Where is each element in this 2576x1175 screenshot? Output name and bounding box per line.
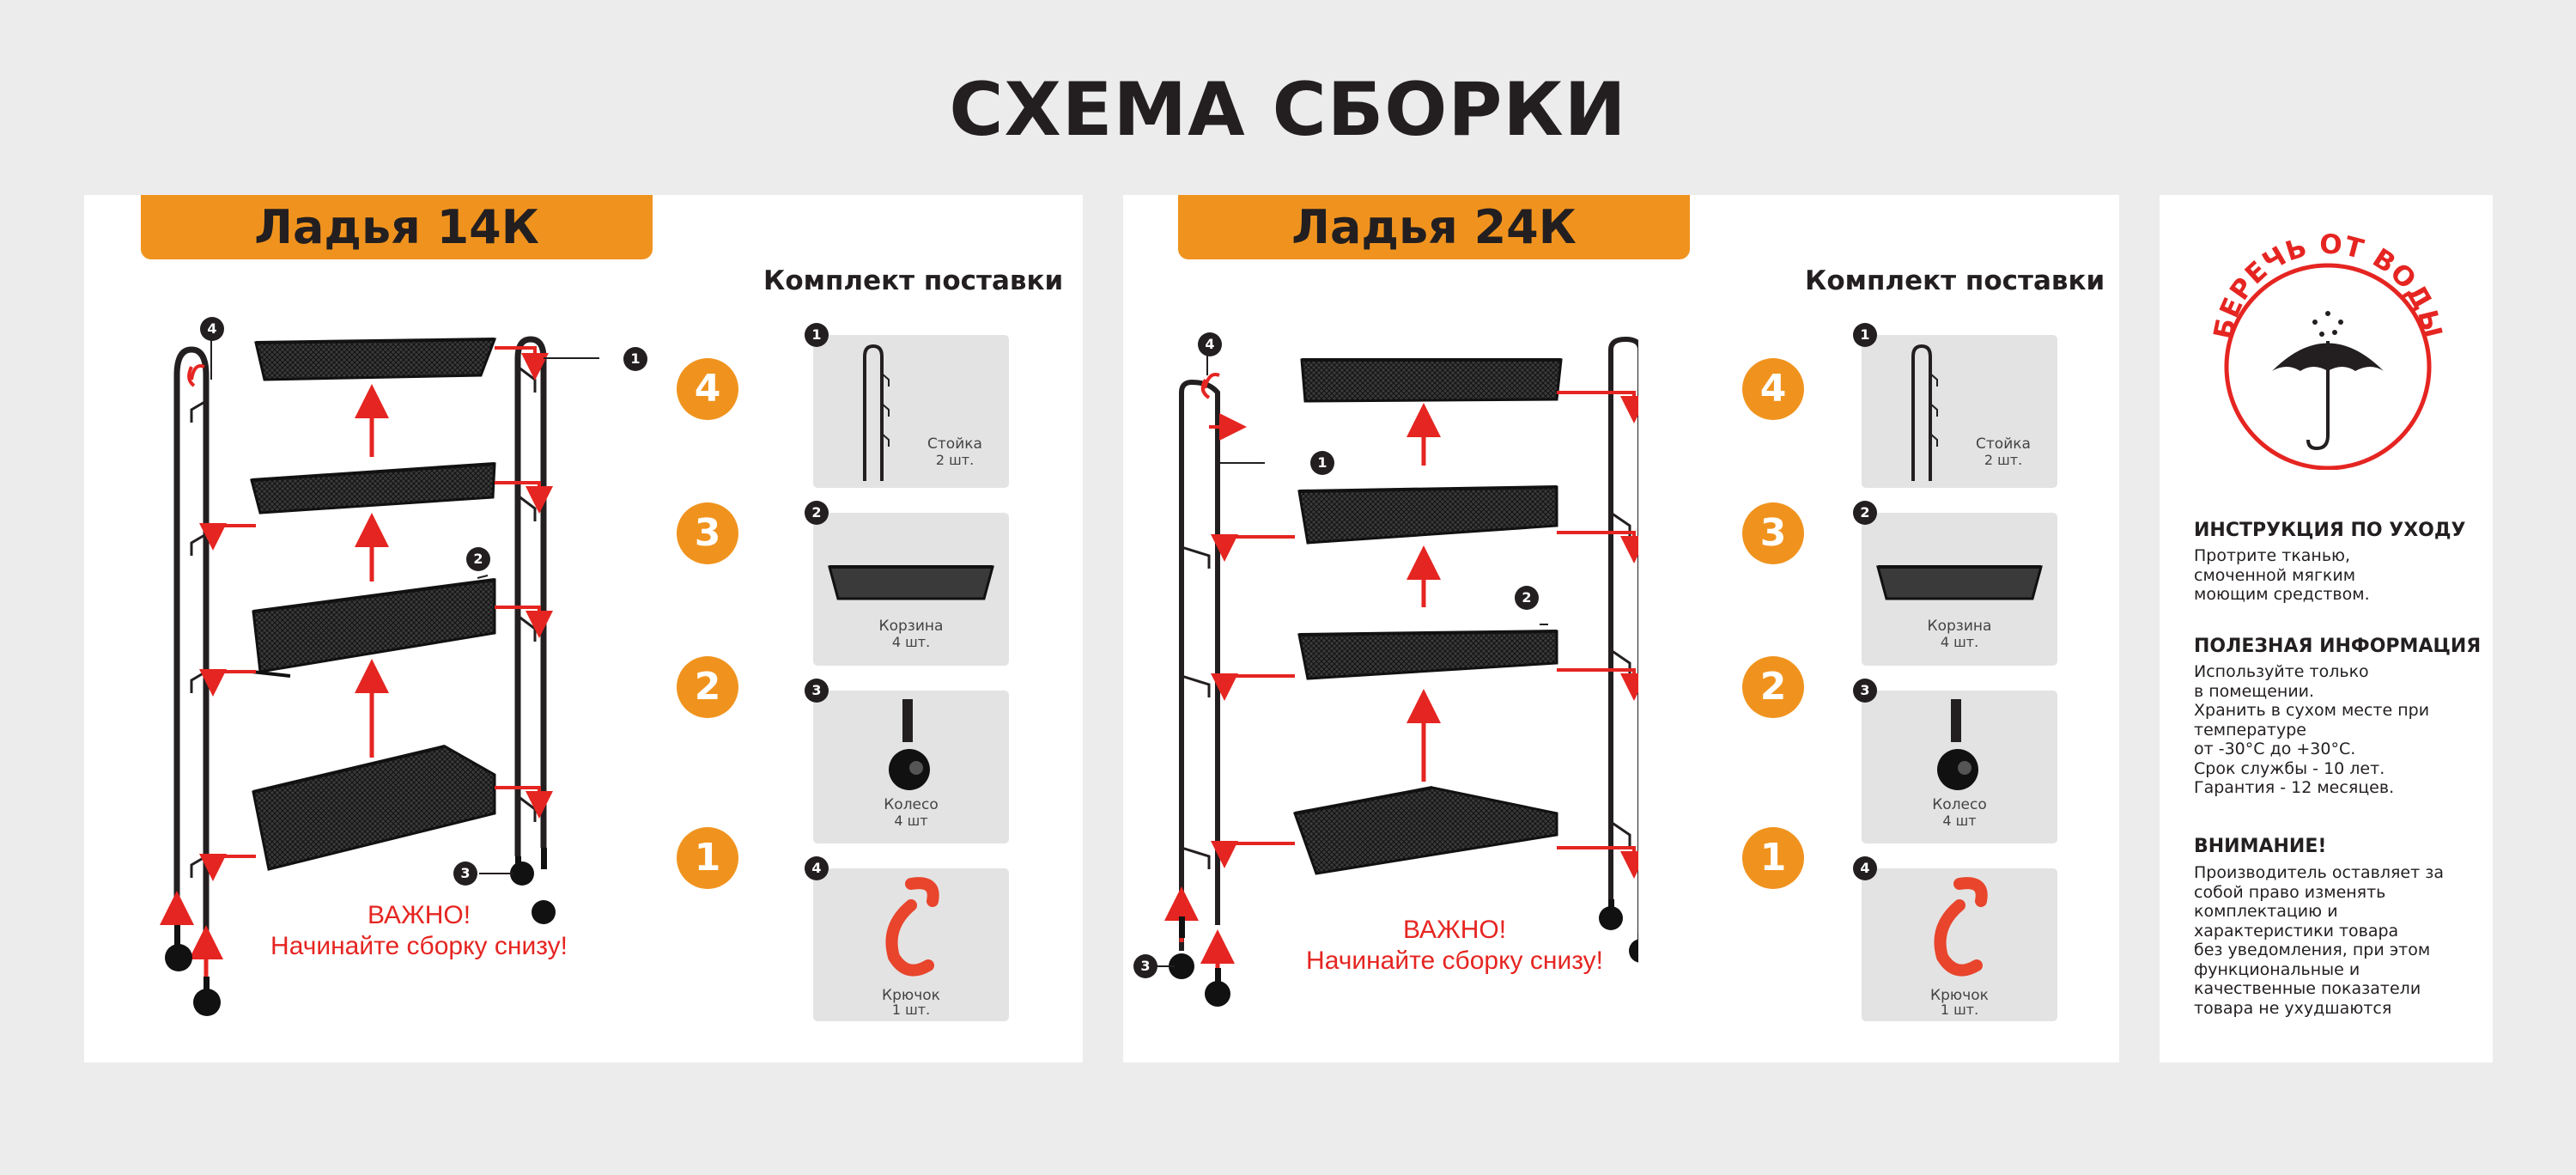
kit-item-number: 3 [1853, 679, 1877, 703]
right-rack-post [1608, 336, 1638, 934]
assembly-warning: ВАЖНО! Начинайте сборку снизу! [247, 900, 591, 962]
kit-item-rack-post: 1 Стойка 2 шт. [805, 323, 1009, 488]
kit-item-qty: 2 шт. [1984, 452, 2023, 468]
model-title-tab: Ладья 24К [1178, 195, 1690, 259]
basket-4 [254, 338, 497, 381]
care-text: Протрите тканью, смоченной мягким моющим… [2194, 546, 2370, 604]
kit-item-qty: 4 шт [894, 813, 928, 829]
care-heading: ИНСТРУКЦИЯ ПО УХОДУ [2194, 520, 2466, 541]
kit-item-name: Колесо [1932, 796, 1987, 813]
care-panel: БЕРЕЧЬ ОТ ВОДЫ ИНСТРУКЦИЯ ПО УХОДУ Протр… [2160, 195, 2493, 1062]
right-rack-post [514, 336, 547, 856]
callout-1: 1 [1310, 451, 1334, 475]
basket-icon [828, 565, 994, 600]
keep-dry-badge: БЕРЕЧЬ ОТ ВОДЫ [2208, 229, 2447, 470]
attention-text: Производитель оставляет за собой право и… [2194, 863, 2444, 1018]
kit-item-basket: 2 Корзина 4 шт. [1853, 501, 2057, 666]
kit-item-rack-post: 1 Стойка 2 шт. [1853, 323, 2057, 488]
page-title: СХЕМА СБОРКИ [949, 67, 1627, 153]
kit-item-wheel: 3 Колесо 4 шт [1853, 679, 2057, 843]
left-rack-post [173, 346, 210, 934]
step-2-badge: 2 [677, 656, 738, 718]
callout-2: 2 [466, 547, 490, 571]
kit-item-hook: 4 Крючок 1 шт. [805, 856, 1009, 1021]
info-heading: ПОЛЕЗНАЯ ИНФОРМАЦИЯ [2194, 636, 2482, 657]
kit-item-qty: 4 шт. [891, 634, 931, 650]
kit-item-name: Стойка [1976, 435, 2031, 453]
kit-item-number: 2 [805, 501, 829, 525]
model-title-tab: Ладья 14К [141, 195, 653, 259]
kit-item-qty: 4 шт. [1940, 634, 1979, 650]
callout-4: 4 [200, 317, 224, 341]
kit-item-name: Корзина [878, 618, 944, 635]
step-3-badge: 3 [1742, 502, 1804, 564]
kit-item-name: Крючок [882, 987, 940, 1004]
kit-item-qty: 2 шт. [935, 452, 975, 468]
basket-3 [250, 462, 496, 514]
rack-post-icon [863, 344, 890, 481]
panel-ladya-24k: Ладья 24К [1123, 195, 2119, 1062]
kit-item-number: 2 [1853, 501, 1877, 525]
attention-heading: ВНИМАНИЕ! [2194, 836, 2327, 857]
warning-text: Начинайте сборку снизу! [1306, 947, 1603, 975]
basket-2 [1297, 630, 1558, 680]
kit-item-number: 4 [1853, 856, 1877, 880]
kit-item-name: Корзина [1927, 618, 1992, 635]
basket-4 [1300, 358, 1563, 403]
callout-2: 2 [1515, 586, 1539, 610]
callout-3: 3 [453, 861, 477, 886]
step-4-badge: 4 [677, 358, 738, 420]
kit-item-number: 4 [805, 856, 829, 880]
warning-heading: ВАЖНО! [1402, 916, 1507, 944]
kit-title: Комплект поставки [1805, 265, 2105, 296]
warning-heading: ВАЖНО! [367, 901, 471, 929]
kit-item-name: Крючок [1930, 987, 1989, 1004]
step-1-badge: 1 [1742, 827, 1804, 889]
kit-item-qty: 4 шт [1942, 813, 1977, 829]
callout-1: 1 [623, 347, 647, 371]
basket-1 [252, 745, 496, 871]
step-4-badge: 4 [1742, 358, 1804, 420]
hook-part [1200, 373, 1220, 399]
hook-icon [1934, 877, 1988, 977]
step-3-badge: 3 [677, 502, 738, 564]
basket-icon [1876, 565, 2043, 600]
caster-wheel-icon [1937, 699, 1978, 790]
kit-item-name: Колесо [884, 796, 939, 813]
kit-item-hook: 4 Крючок 1 шт. [1853, 856, 2057, 1021]
rack-post-icon [1911, 344, 1938, 481]
assembly-diagram-24k [1149, 336, 1638, 1007]
kit-item-number: 1 [805, 323, 829, 347]
kit-title: Комплект поставки [763, 265, 1064, 296]
basket-3 [1297, 485, 1558, 545]
kit-item-qty: 1 шт. [1940, 1001, 1979, 1018]
info-text: Используйте только в помещении. Хранить … [2194, 662, 2430, 797]
kit-item-wheel: 3 Колесо 4 шт [805, 679, 1009, 843]
warning-text: Начинайте сборку снизу! [270, 932, 568, 960]
hook-icon [885, 877, 939, 977]
kit-item-basket: 2 Корзина 4 шт. [805, 501, 1009, 666]
kit-item-qty: 1 шт. [891, 1001, 931, 1018]
left-rack-post [1179, 379, 1220, 951]
kit-item-name: Стойка [927, 435, 982, 453]
kit-item-number: 1 [1853, 323, 1877, 347]
callout-4: 4 [1198, 332, 1222, 356]
hook-part [187, 364, 205, 387]
umbrella-rain-icon [2272, 311, 2384, 451]
basket-2 [251, 578, 496, 678]
caster-wheel-icon [889, 699, 930, 790]
panel-ladya-14k: Ладья 14К [84, 195, 1083, 1062]
step-2-badge: 2 [1742, 656, 1804, 718]
callout-3: 3 [1133, 954, 1157, 978]
assembly-warning: ВАЖНО! Начинайте сборку снизу! [1283, 915, 1626, 977]
kit-item-number: 3 [805, 679, 829, 703]
step-1-badge: 1 [677, 827, 738, 889]
basket-1 [1292, 786, 1558, 875]
assembly-diagram-14k [160, 332, 599, 1016]
